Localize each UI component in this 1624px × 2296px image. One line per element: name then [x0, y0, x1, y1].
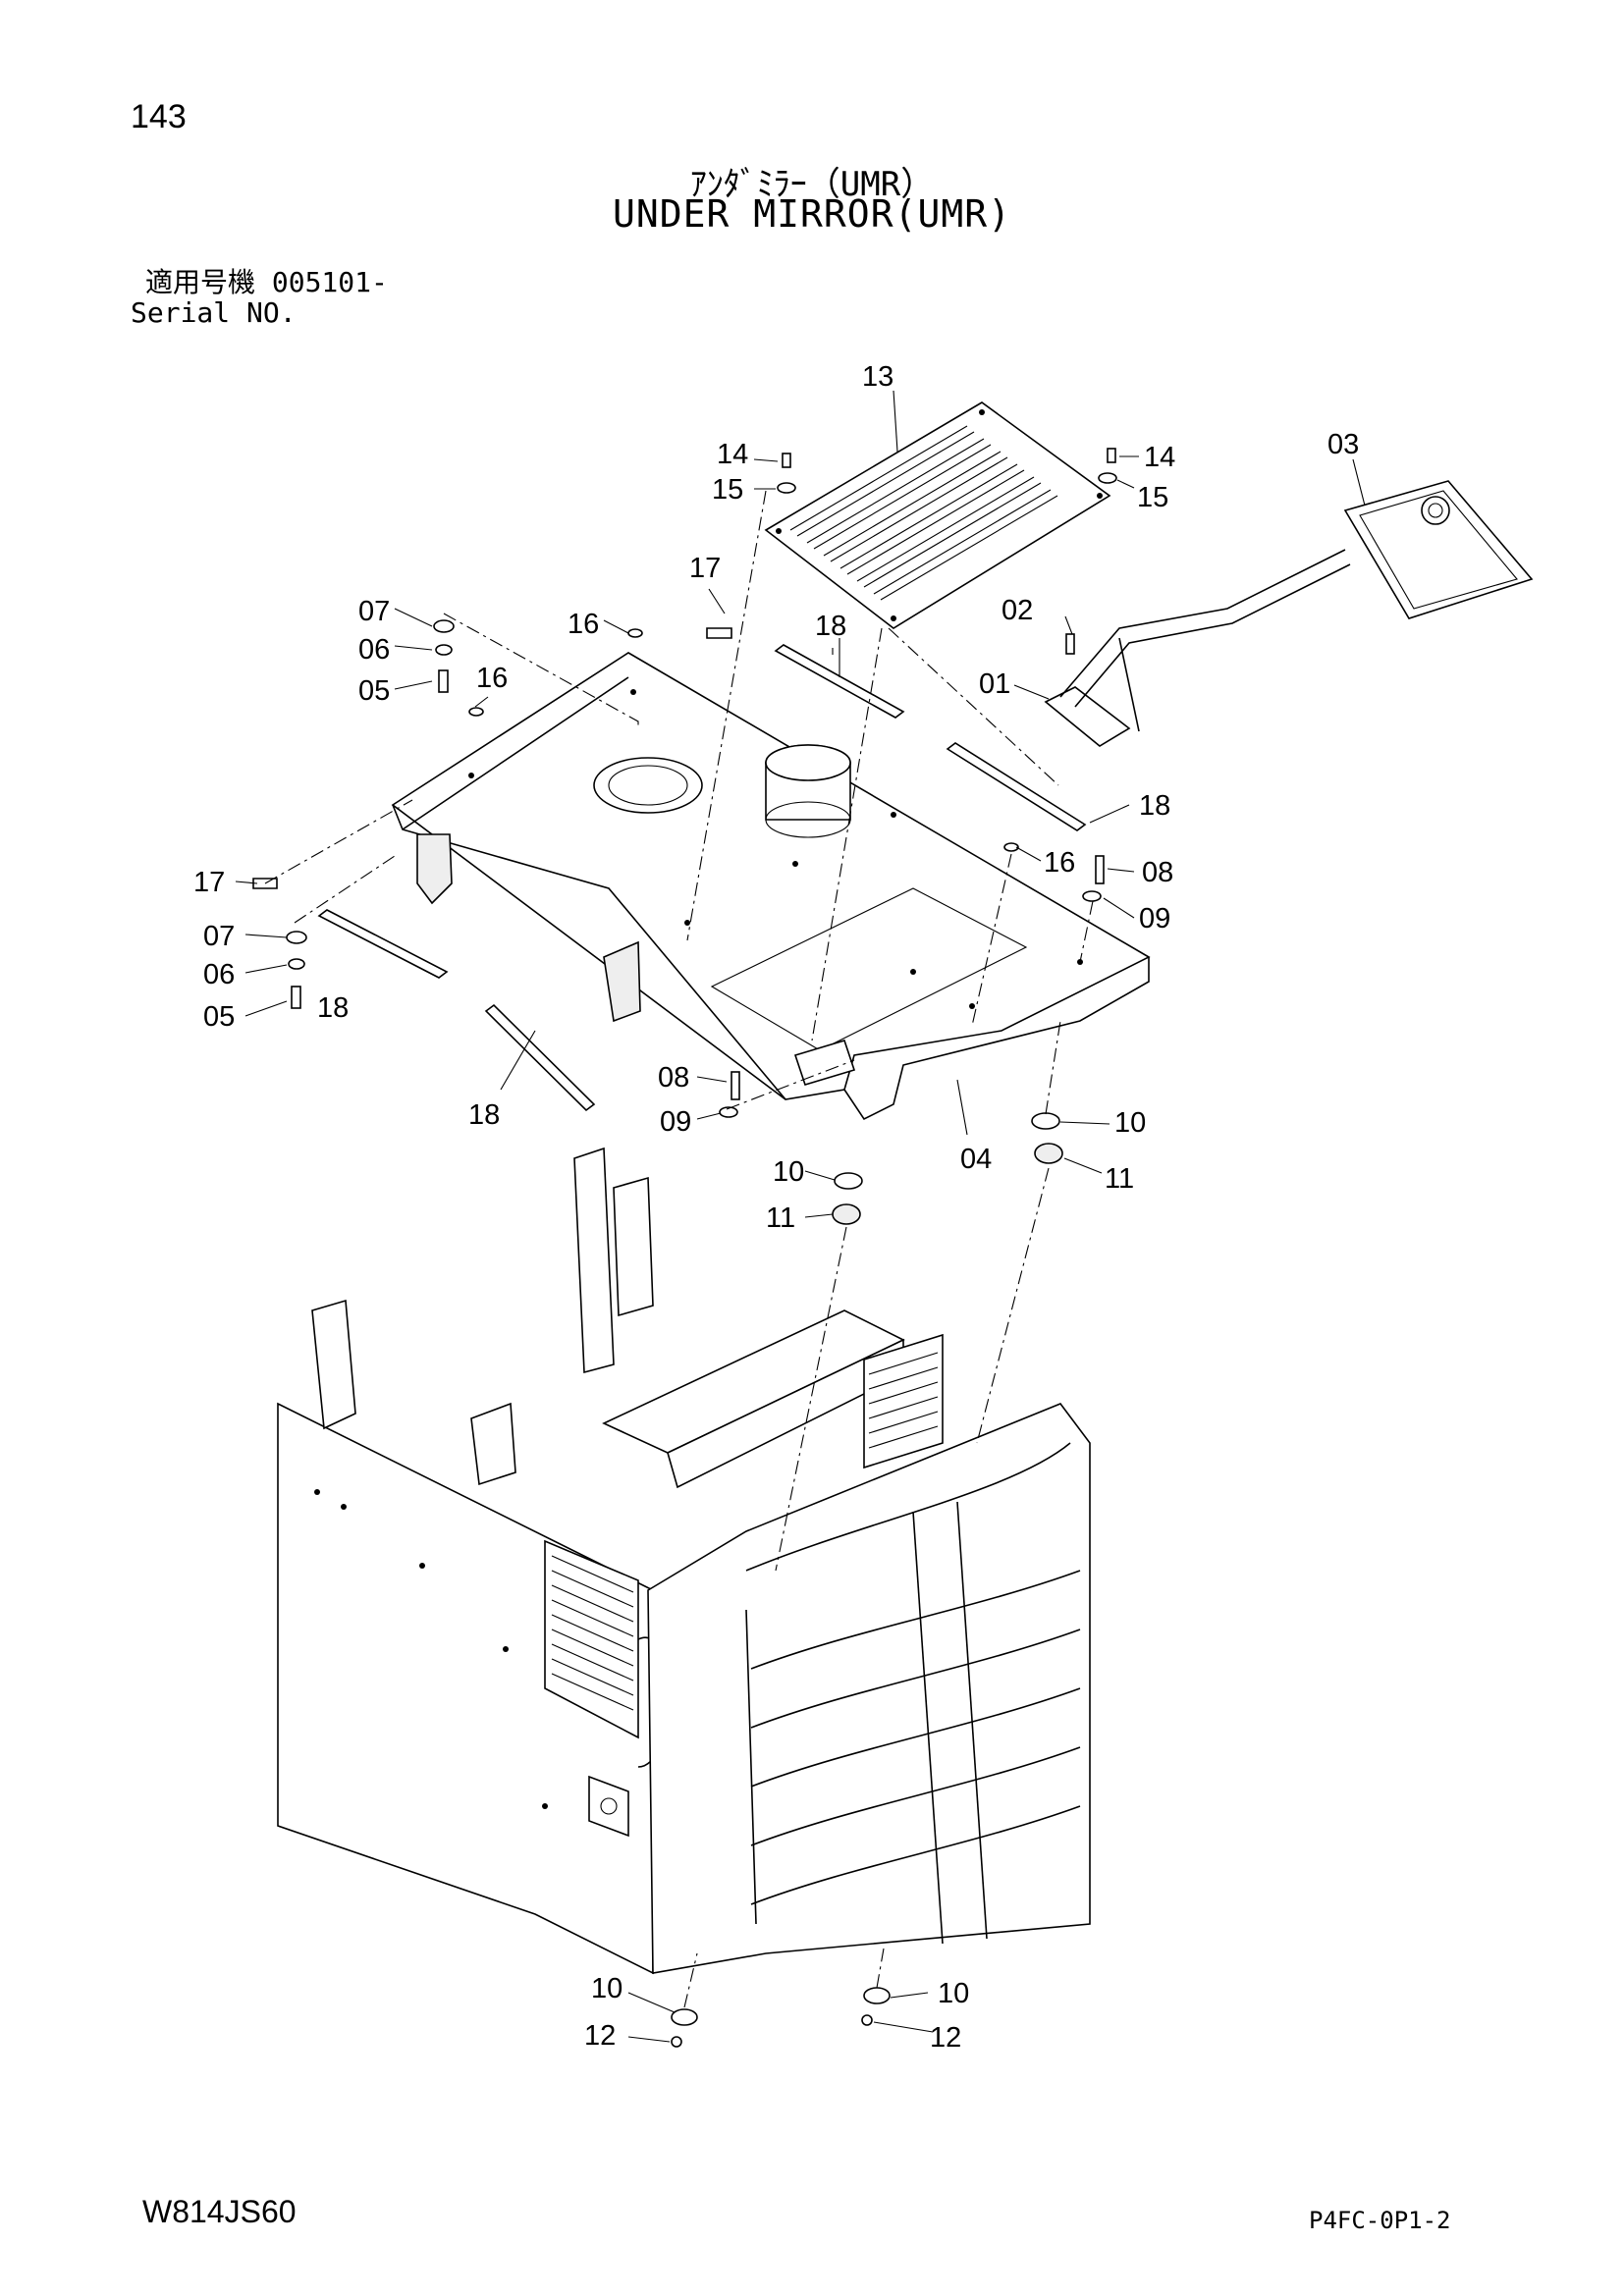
callout-10-bottom-right: 10	[938, 1978, 969, 2009]
callout-17-left: 17	[193, 867, 225, 898]
callout-09-centre: 09	[660, 1106, 691, 1138]
callout-12-bottom-left: 12	[584, 2020, 616, 2052]
callout-18-top: 18	[815, 611, 846, 642]
serial-range-japanese: 適用号機 005101-	[145, 266, 388, 298]
page-title-japanese: ｱﾝﾀﾞﾐﾗｰ（UMR）	[689, 165, 935, 204]
callout-10-bottom-left: 10	[591, 1973, 623, 2004]
part-callouts: 13 14 15 14 15 03 17 18 02 07 16 06 16 0…	[193, 361, 1359, 2054]
callout-18-left: 18	[317, 992, 349, 1024]
seal-strips[interactable]	[252, 627, 1087, 1112]
callout-01: 01	[979, 668, 1010, 700]
callout-16-b: 16	[476, 663, 508, 694]
top-cover-panel[interactable]	[391, 652, 1151, 1121]
callout-06-top: 06	[358, 634, 390, 666]
callout-11-right: 11	[1105, 1163, 1134, 1195]
callout-08-right: 08	[1142, 857, 1173, 888]
callout-14-right: 14	[1144, 442, 1175, 473]
callout-15-left: 15	[712, 474, 743, 506]
callout-04: 04	[960, 1144, 992, 1175]
serial-number-label: Serial NO.	[131, 296, 297, 329]
callout-10-centre: 10	[773, 1156, 804, 1188]
callout-13: 13	[862, 361, 893, 393]
callout-08-centre: 08	[658, 1062, 689, 1094]
callout-15-right: 15	[1137, 482, 1168, 513]
callout-06-left: 06	[203, 959, 235, 990]
callout-11-centre: 11	[766, 1202, 795, 1234]
callout-07-top: 07	[358, 596, 390, 627]
callout-05-left: 05	[203, 1001, 235, 1033]
callout-05-top: 05	[358, 675, 390, 707]
callout-14-left: 14	[717, 439, 748, 470]
callout-02: 02	[1001, 595, 1033, 626]
callout-09-right: 09	[1139, 903, 1170, 934]
machine-frame[interactable]	[277, 1147, 1091, 1975]
vent-cover[interactable]	[764, 401, 1111, 629]
mirror-stay[interactable]	[1044, 549, 1351, 747]
page-number: 143	[131, 98, 187, 135]
callout-18-bottom: 18	[468, 1099, 500, 1131]
model-code: W814JS60	[142, 2194, 297, 2229]
page-title-english: UNDER MIRROR(UMR)	[613, 192, 1011, 236]
callout-16-a: 16	[568, 609, 599, 640]
leader-lines	[235, 390, 1366, 2043]
mirror[interactable]	[1343, 480, 1534, 619]
callout-16-c: 16	[1044, 847, 1075, 879]
callout-07-left: 07	[203, 921, 235, 952]
callout-12-bottom-right: 12	[930, 2022, 961, 2054]
callout-18-right: 18	[1139, 790, 1170, 822]
callout-17-top: 17	[689, 553, 721, 584]
callout-10-right: 10	[1114, 1107, 1146, 1139]
hardware-fasteners[interactable]	[286, 448, 1117, 2048]
sheet-code: P4FC-0P1-2	[1309, 2207, 1451, 2234]
callout-03: 03	[1327, 429, 1359, 460]
